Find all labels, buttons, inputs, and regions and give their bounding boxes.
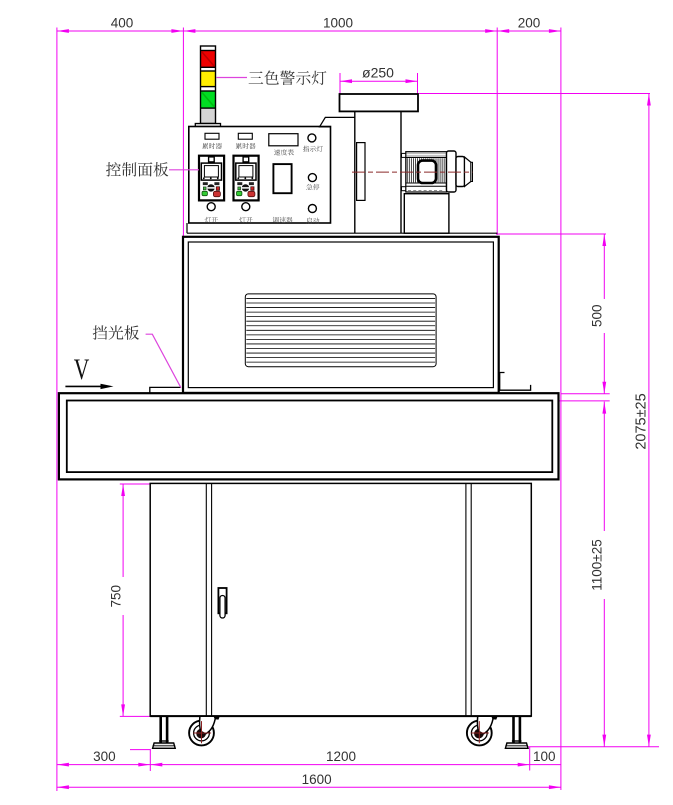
- svg-text:1600: 1600: [302, 772, 332, 787]
- svg-text:200: 200: [518, 16, 541, 31]
- svg-text:V: V: [74, 353, 90, 386]
- svg-text:2075±25: 2075±25: [634, 393, 650, 449]
- svg-text:ø250: ø250: [362, 65, 394, 81]
- svg-text:400: 400: [111, 16, 134, 31]
- svg-text:750: 750: [108, 585, 123, 608]
- svg-text:1100±25: 1100±25: [590, 539, 605, 590]
- svg-text:1000: 1000: [323, 16, 353, 31]
- svg-text:500: 500: [590, 304, 605, 327]
- svg-text:100: 100: [533, 749, 556, 764]
- svg-text:1200: 1200: [326, 749, 356, 764]
- svg-text:300: 300: [93, 749, 116, 764]
